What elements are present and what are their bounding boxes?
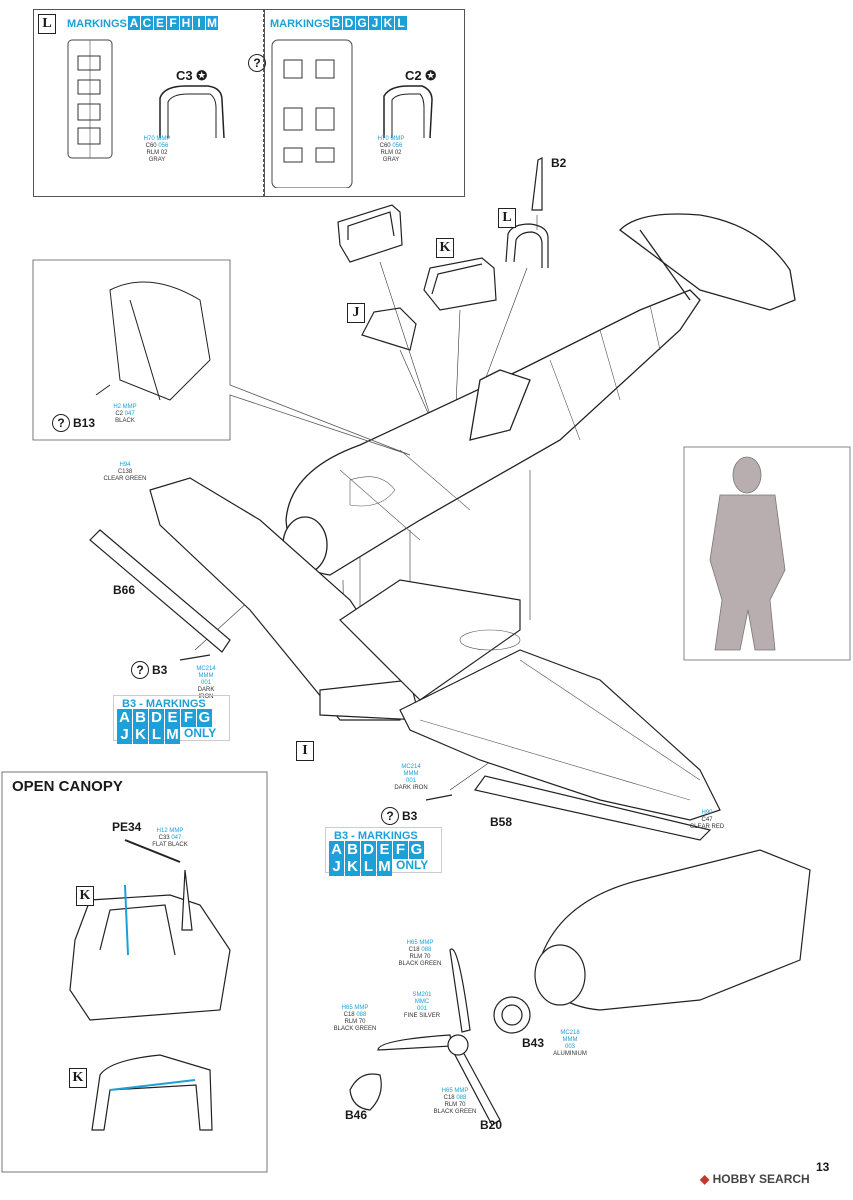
part-label-k-open-1: K (76, 886, 94, 906)
paint-b3-right: MC214 MMM 001 DARK IRON (394, 764, 428, 791)
question-icon: ? (52, 414, 70, 432)
star-icon: ✪ (196, 68, 208, 83)
question-icon: ? (381, 807, 399, 825)
part-label-b13: ?B13 (52, 414, 95, 432)
paint-code-c3: H70 MMP C60 056 RLM 02 GRAY (143, 136, 171, 163)
markings-letters-left: A C E F H I M (128, 16, 218, 30)
part-label-c3: C3 ✪ (176, 68, 208, 83)
part-label-b3-right: ?B3 (381, 807, 417, 825)
part-label-b3-left: ?B3 (131, 661, 167, 679)
part-label-b58: B58 (490, 815, 513, 829)
paint-b13: H2 MMP C2 047 BLACK (113, 404, 137, 424)
part-label-b43: B43 (522, 1036, 545, 1050)
hs-logo-icon: ◆ (700, 1172, 710, 1186)
part-label-i: I (296, 741, 314, 761)
sprue-right-drawing (271, 39, 433, 188)
part-label-k-open-2: K (69, 1068, 87, 1088)
part-label-k: K (436, 238, 454, 258)
paint-code-c2: H70 MMP C60 056 RLM 02 GRAY (377, 136, 405, 163)
question-icon: ? (248, 54, 269, 72)
part-label-b20: B20 (480, 1118, 503, 1132)
b3-markings-box-1: B3 - MARKINGS A B D E F G J K L M ONLY (113, 695, 230, 744)
paint-pe34: H12 MMP C33 047 FLAT BLACK (152, 828, 188, 848)
paint-clear-red: H90 C47 CLEAR RED (689, 810, 725, 830)
b3-markings-box-2: B3 - MARKINGS A B D E F G J K L M ONLY (325, 827, 442, 876)
part-label-j: J (347, 303, 365, 323)
question-icon: ? (131, 661, 149, 679)
sprue-left-drawing (67, 39, 225, 159)
paint-b3-left: MC214 MMM 001 DARK IRON (196, 666, 216, 700)
part-label-c2: C2 ✪ (405, 68, 437, 83)
markings-label-left: MARKINGS (67, 18, 127, 30)
page-number: 13 (816, 1160, 830, 1174)
markings-panel-right (263, 9, 465, 197)
paint-spinner-2: H65 MMP C18 088 RLM 70 BLACK GREEN (333, 1005, 377, 1032)
open-canopy-title: OPEN CANOPY (12, 778, 123, 795)
paint-aluminium: MC218 MMM 003 ALUMINIUM (553, 1030, 587, 1057)
box-letter-l: L (38, 14, 56, 34)
paint-prop: H65 MMP C18 088 RLM 70 BLACK GREEN (433, 1088, 477, 1115)
markings-panel-left (33, 9, 265, 197)
paint-clear-green: H94 C138 CLEAR GREEN (103, 462, 147, 482)
part-label-b66: B66 (113, 583, 136, 597)
markings-letters-right: B D G J K L (330, 16, 407, 30)
paint-fine-silver: SM201 MMC 001 FINE SILVER (403, 992, 441, 1019)
hobby-search-watermark: ◆ HOBBY SEARCH (700, 1172, 810, 1186)
paint-spinner-1: H65 MMP C18 088 RLM 70 BLACK GREEN (398, 940, 442, 967)
part-label-pe34: PE34 (112, 820, 142, 834)
star-icon: ✪ (425, 68, 437, 83)
part-label-b2: B2 (551, 156, 567, 170)
part-label-b46: B46 (345, 1108, 368, 1122)
markings-label-right: MARKINGS (270, 18, 330, 30)
part-label-l: L (498, 208, 516, 228)
